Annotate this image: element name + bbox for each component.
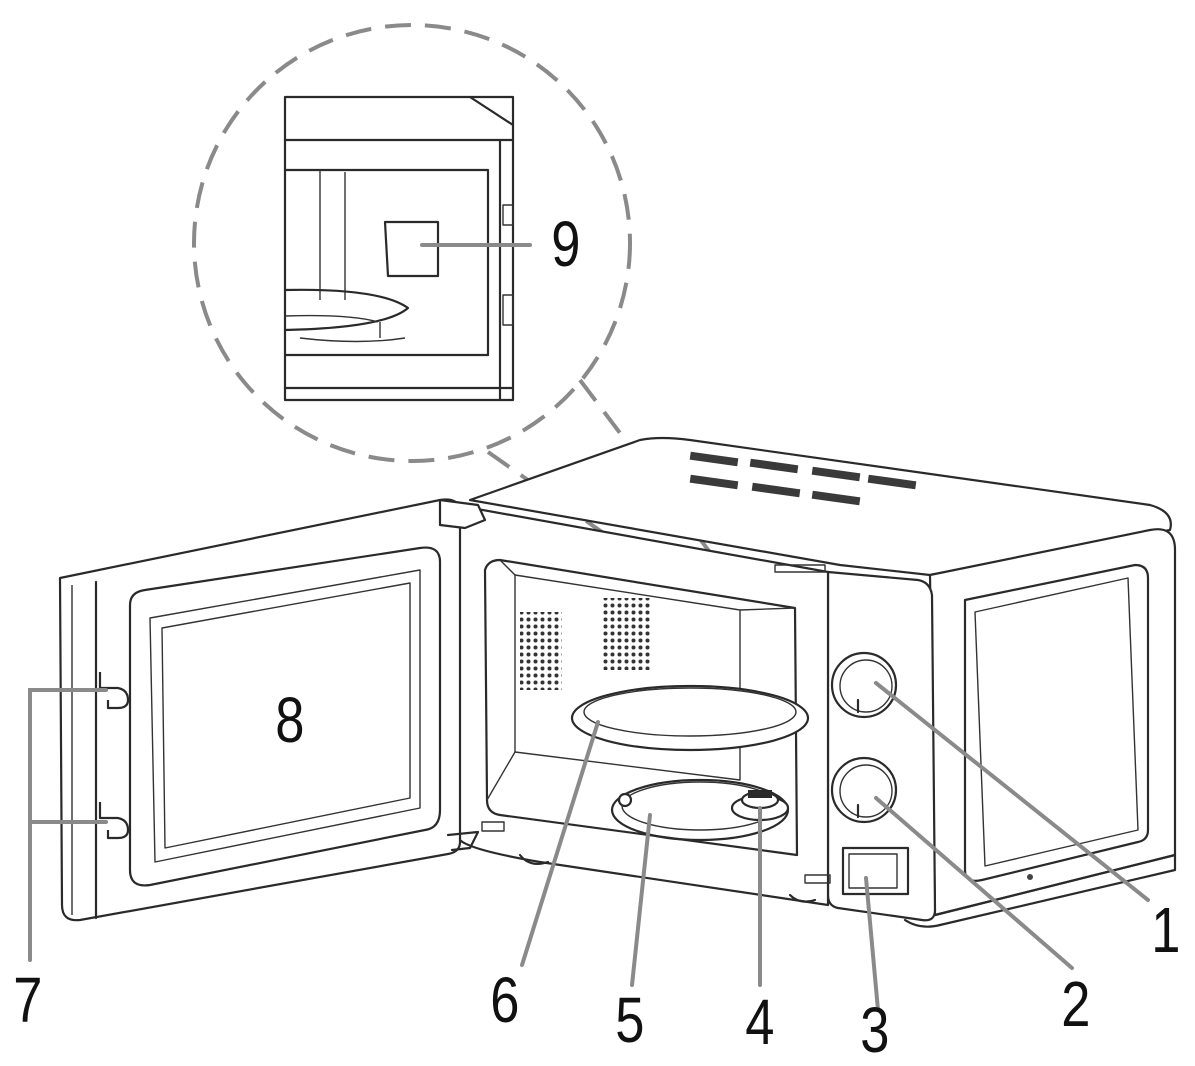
door-release-button [841,846,910,896]
callout-5: 5 [615,984,645,1056]
callout-4: 4 [745,986,775,1058]
callout-3: 3 [860,994,890,1066]
microwave-body [453,436,1177,928]
cavity-vent-holes [520,598,651,690]
timer-knob [830,756,898,824]
callout-9: 9 [551,208,581,280]
oven-door [58,498,487,922]
power-knob [830,651,898,719]
leader-lines [28,243,1150,1012]
callout-6: 6 [490,964,520,1036]
callout-2: 2 [1061,968,1091,1040]
detail-inset [283,95,515,402]
door-hooks [98,672,130,840]
callout-8: 8 [275,684,305,756]
glass-tray [570,684,810,752]
mica-cover-plate [383,220,440,278]
top-vents [689,451,917,506]
callout-1: 1 [1151,894,1181,966]
callout-7: 7 [13,964,43,1036]
